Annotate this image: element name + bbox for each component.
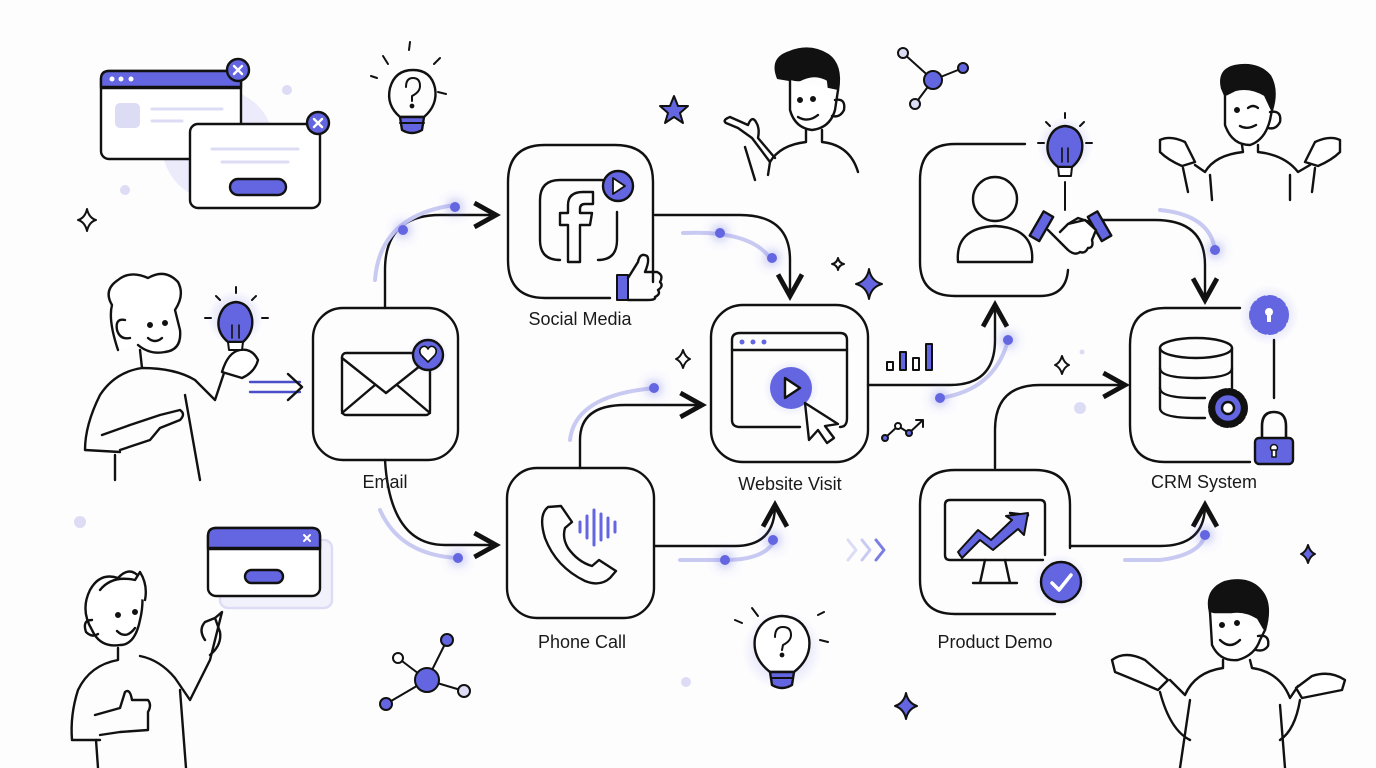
node-social-media-label: Social Media bbox=[528, 309, 632, 329]
database-icon bbox=[1158, 336, 1234, 420]
network-nodes-icon-bottom bbox=[379, 633, 471, 711]
heart-badge-icon bbox=[408, 335, 448, 375]
user-icon bbox=[956, 175, 1034, 264]
star-icon bbox=[659, 95, 689, 124]
node-social-media[interactable] bbox=[506, 143, 663, 302]
popup-windows-illustration bbox=[99, 57, 331, 210]
character-idea bbox=[83, 272, 269, 482]
node-website-visit[interactable] bbox=[709, 303, 870, 464]
soundwave-icon bbox=[578, 508, 617, 547]
play-badge-icon bbox=[601, 169, 635, 203]
node-crm-system-label: CRM System bbox=[1150, 472, 1258, 492]
node-sales-contact[interactable] bbox=[918, 112, 1113, 298]
character-thumbs-up bbox=[70, 570, 224, 768]
thumbs-up-icon bbox=[616, 253, 663, 302]
node-email-label: Email bbox=[362, 472, 408, 492]
character-pointing bbox=[723, 47, 860, 182]
character-winking bbox=[1158, 63, 1342, 202]
security-gear-icon bbox=[1239, 285, 1299, 345]
chevrons-right-icon bbox=[846, 538, 886, 562]
handshake-icon bbox=[1028, 210, 1113, 255]
node-phone-call-label: Phone Call bbox=[537, 632, 627, 652]
popup-small-illustration bbox=[206, 526, 334, 610]
gear-icon bbox=[1208, 388, 1248, 428]
cursor-icon bbox=[803, 401, 840, 445]
character-shrugging bbox=[1110, 579, 1347, 768]
envelope-icon bbox=[340, 351, 432, 417]
node-crm-system[interactable] bbox=[1128, 285, 1299, 466]
bg-dots bbox=[74, 85, 1086, 687]
node-product-demo[interactable] bbox=[918, 468, 1089, 616]
lock-icon bbox=[1253, 410, 1295, 466]
flow-dots bbox=[398, 202, 1220, 565]
lightbulb-question-icon bbox=[370, 41, 447, 135]
browser-icon bbox=[730, 331, 849, 429]
trend-line-icon bbox=[881, 419, 924, 442]
network-nodes-icon bbox=[897, 47, 969, 110]
phone-icon bbox=[540, 504, 618, 585]
node-website-visit-label: Website Visit bbox=[738, 474, 842, 494]
sparkle-icons bbox=[77, 208, 1316, 720]
monitor-icon bbox=[943, 498, 1047, 585]
bar-chart-icon bbox=[886, 343, 933, 371]
node-phone-call[interactable] bbox=[505, 466, 656, 620]
node-product-demo-label: Product Demo bbox=[937, 632, 1053, 652]
lightbulb-icon bbox=[1037, 112, 1093, 211]
node-email[interactable] bbox=[311, 306, 460, 462]
lightbulb-question-icon-bottom bbox=[734, 607, 829, 690]
connector-lines bbox=[248, 215, 1205, 546]
check-badge-icon bbox=[1033, 554, 1089, 610]
